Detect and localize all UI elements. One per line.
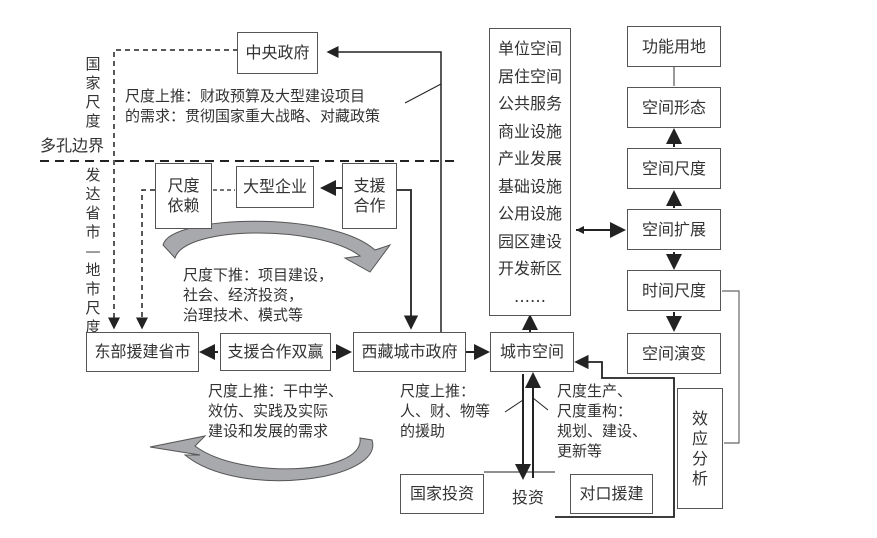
scale-dependence-node: 尺度依赖 (155, 163, 212, 229)
functional-land-node: 功能用地 (627, 26, 721, 67)
spatial-form-node: 空间形态 (627, 87, 721, 128)
list-item: 产业发展 (497, 149, 562, 168)
upscale-curved-arrow (149, 435, 374, 482)
investment-label: 投资 (512, 488, 545, 507)
list-item: 公共服务 (497, 94, 562, 113)
large-enterprise-node: 大型企业 (236, 166, 314, 208)
list-item: 基础设施 (497, 176, 562, 196)
developed-province-scale-label: 发达省市—地市尺度 (85, 166, 101, 336)
tibet-to-central (326, 46, 442, 332)
scale-production-annotation: 尺度生产、 尺度重构： 规划、建设、 更新等 (557, 382, 648, 460)
temporal-to-effect (722, 290, 740, 444)
national-investment-node: 国家投资 (400, 474, 484, 514)
paired-aid-node: 对口援建 (570, 474, 653, 514)
upscale-national-annotation: 尺度上推：财政预算及大型建设项目 的需求：贯彻国家重大战略、对藏政策 (125, 87, 381, 125)
support-to-tibet (396, 189, 419, 330)
list-item: 开发新区 (497, 259, 562, 278)
win-win-node: 支援合作双赢 (220, 333, 331, 371)
list-item: 单位空间 (497, 39, 562, 58)
list-item: 居住空间 (497, 66, 562, 86)
spatial-scale-node: 空间尺度 (627, 148, 721, 189)
central-to-eastern-dashed (108, 49, 238, 330)
effect-analysis-node: 效应分析 (677, 388, 723, 509)
porous-boundary-label: 多孔边界 (40, 136, 105, 155)
list-item: 园区建设 (497, 231, 562, 251)
temporal-scale-node: 时间尺度 (627, 270, 721, 311)
upscale-aid-annotation: 尺度上推： 人、财、物等 的援助 (400, 382, 491, 440)
list-item: …… (514, 286, 546, 306)
urban-space-node: 城市空间 (490, 332, 574, 372)
spatial-expansion-node: 空间扩展 (627, 209, 721, 250)
list-item: 商业设施 (497, 121, 562, 141)
tibet-city-government-node: 西藏城市政府 (353, 332, 466, 372)
downscale-annotation: 尺度下推：项目建设， 社会、经济投资， 治理技术、模式等 (183, 266, 334, 324)
urban-space-types-list: 单位空间 居住空间 公共服务 商业设施 产业发展 基础设施 公用设施 园区建设 … (489, 28, 571, 316)
upscale-learning-annotation: 尺度上推：干中学、 效仿、实践及实际 建设和发展的需求 (208, 382, 344, 440)
support-cooperation-node: 支援合作 (342, 163, 397, 229)
national-scale-label: 国家尺度 (85, 55, 101, 130)
loop-to-urban (555, 354, 675, 518)
list-item: 公用设施 (497, 204, 562, 223)
spatial-evolution-node: 空间演变 (627, 333, 721, 374)
central-government-node: 中央政府 (237, 32, 318, 74)
downscale-curved-arrow (162, 220, 392, 273)
eastern-provinces-node: 东部援建省市 (86, 332, 199, 372)
dependence-to-eastern-dashed (136, 189, 155, 330)
